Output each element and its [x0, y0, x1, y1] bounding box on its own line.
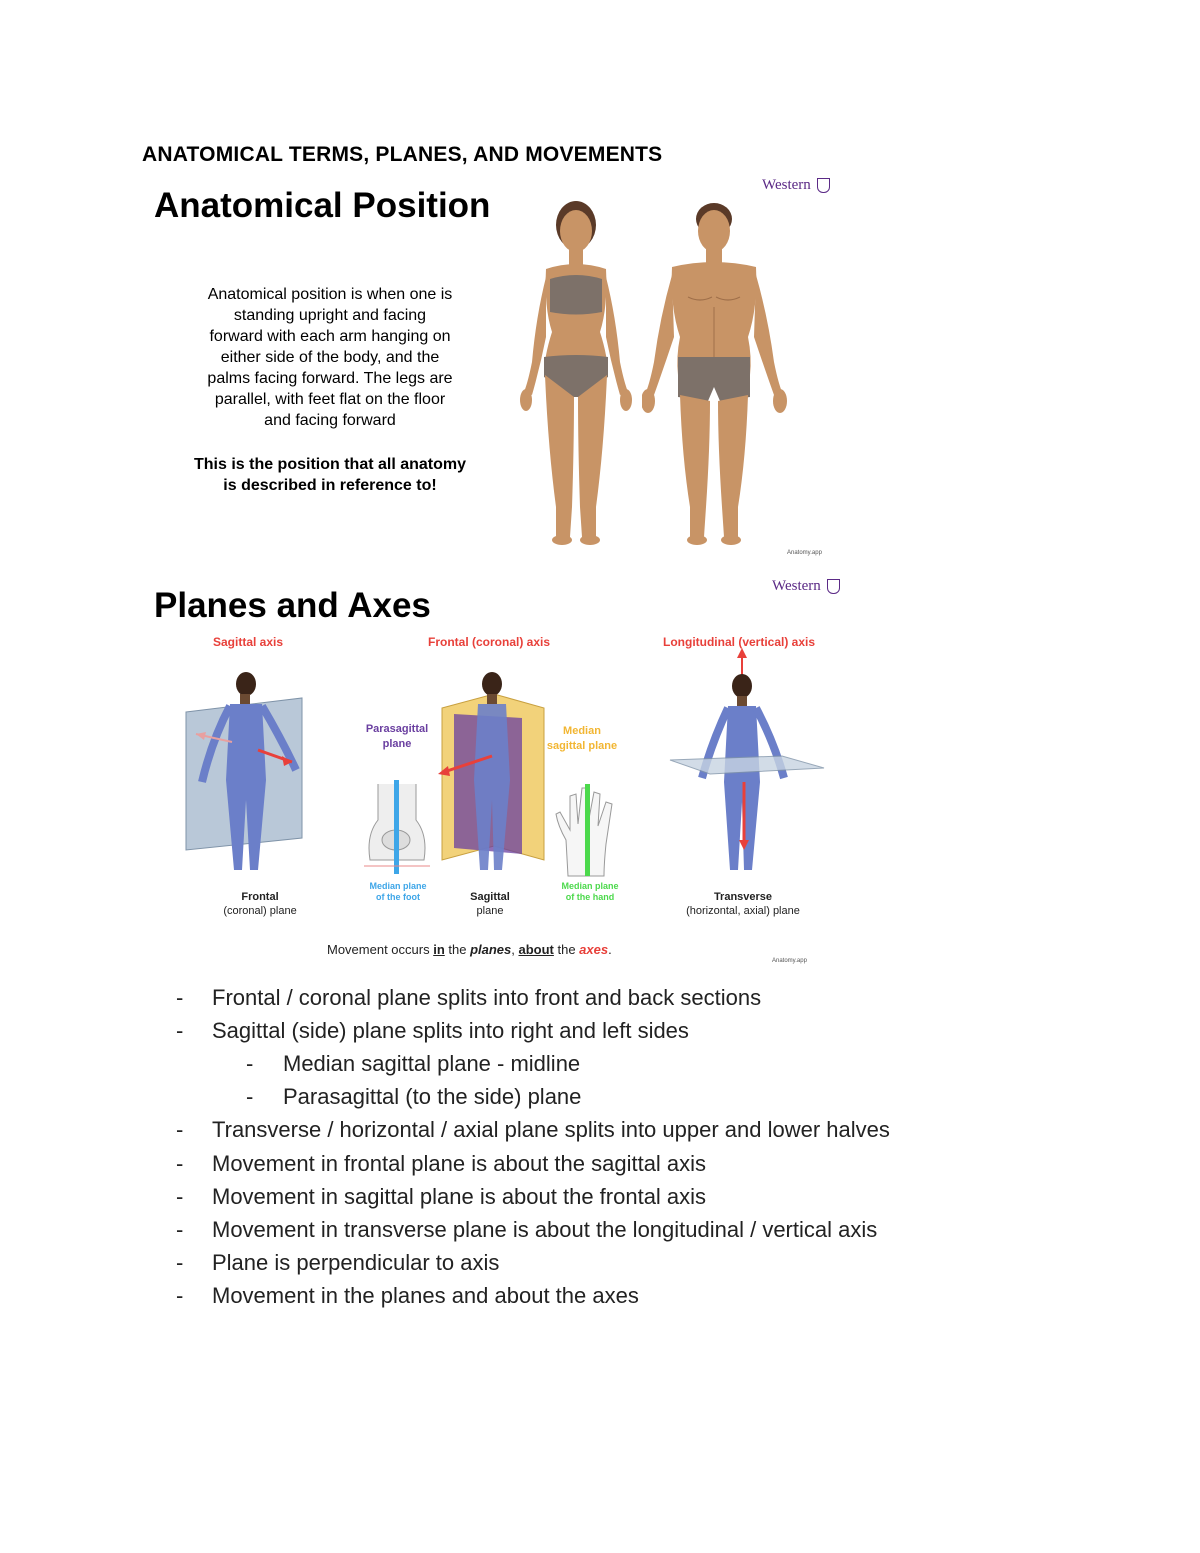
slide-heading: Planes and Axes: [154, 586, 431, 625]
bullet-dash: -: [176, 1249, 184, 1275]
female-figure-illustration: [520, 201, 632, 545]
sentence-emphasis: in: [433, 942, 445, 957]
bullet-text: Plane is perpendicular to axis: [212, 1249, 500, 1275]
bullet-dash: -: [176, 1282, 184, 1308]
anatomical-position-slide: Anatomical Position Anatomical position …: [140, 172, 860, 570]
document-title: ANATOMICAL TERMS, PLANES, AND MOVEMENTS: [142, 143, 663, 166]
label-line: of the foot: [376, 892, 420, 902]
paragraph-line: forward with each arm hanging on: [209, 328, 451, 345]
paragraph-line: palms facing forward. The legs are: [207, 370, 453, 387]
label-line: of the hand: [565, 892, 615, 902]
sentence-text: .: [608, 942, 612, 957]
sentence-text: the: [444, 942, 471, 957]
emphasis-line: is described in reference to!: [223, 477, 437, 494]
bullet-dash: -: [246, 1084, 254, 1110]
hand-illustration: [555, 784, 613, 877]
paragraph-line: Anatomical position is when one is: [207, 286, 453, 303]
longitudinal-axis-label: Longitudinal (vertical) axis: [663, 635, 816, 649]
sagittal-axis-label: Sagittal axis: [213, 635, 284, 649]
sentence-emphasis: about: [518, 942, 554, 957]
slide-paragraph: Anatomical position is when one is stand…: [180, 284, 480, 431]
label-line: plane: [382, 738, 412, 750]
bullet-text: Sagittal (side) plane splits into right …: [212, 1018, 689, 1044]
bullet-dash: -: [176, 1183, 184, 1209]
bullet-dash: -: [176, 1018, 184, 1044]
plane-label-line: (horizontal, axial) plane: [686, 905, 800, 917]
slide-heading: Anatomical Position: [154, 186, 491, 225]
frontal-axis-label: Frontal (coronal) axis: [428, 635, 551, 649]
paragraph-line: either side of the body, and the: [220, 349, 440, 366]
label-line: Parasagittal: [365, 723, 429, 735]
male-figure-illustration: [642, 203, 787, 545]
label-line: Median plane: [561, 881, 619, 891]
crest-icon: [816, 178, 830, 194]
paragraph-line: parallel, with feet flat on the floor: [214, 391, 446, 408]
sentence-text: the: [553, 942, 580, 957]
sentence-text: ,: [511, 942, 519, 957]
plane-label-line: Transverse: [713, 891, 773, 903]
frontal-plane-illustration: [185, 672, 303, 870]
logo-wordmark: Western: [762, 177, 811, 193]
bullet-dash: -: [176, 1117, 184, 1143]
label-line: sagittal plane: [546, 740, 618, 752]
bullet-text: Parasagittal (to the side) plane: [283, 1084, 582, 1110]
western-logo: Western: [762, 177, 830, 194]
western-logo: Western: [772, 578, 840, 595]
plane-label-line: Frontal: [241, 891, 279, 903]
bullet-text: Frontal / coronal plane splits into fron…: [212, 985, 762, 1010]
paragraph-line: and facing forward: [264, 412, 396, 429]
sagittal-plane-illustration: [438, 672, 545, 870]
planes-and-axes-slide: Planes and Axes Western Sagittal axis Fr…: [140, 578, 860, 974]
bullet-dash: -: [246, 1051, 254, 1077]
image-credit: Anatomy.app: [772, 958, 807, 964]
movement-sentence: Movement occurs in the planes, about the…: [327, 942, 612, 957]
median-plane-foot-label: Median plane of the foot: [358, 881, 438, 903]
bullet-text: Movement in sagittal plane is about the …: [212, 1183, 707, 1209]
bullet-text: Transverse / horizontal / axial plane sp…: [212, 1117, 890, 1143]
sagittal-plane-label: Sagittal plane: [440, 890, 540, 918]
label-line: Median: [563, 725, 601, 737]
bullet-text: Movement in transverse plane is about th…: [212, 1216, 878, 1242]
plane-label-line: plane: [476, 905, 504, 917]
bullet-text: Movement in the planes and about the axe…: [212, 1282, 639, 1308]
emphasis-line: This is the position that all anatomy: [193, 456, 467, 473]
median-plane-hand-label: Median plane of the hand: [550, 881, 630, 903]
sentence-emphasis: axes: [579, 942, 609, 957]
label-line: Median plane: [369, 881, 427, 891]
frontal-plane-label: Frontal (coronal) plane: [200, 890, 320, 918]
plane-label-line: (coronal) plane: [223, 905, 297, 917]
image-credit: Anatomy.app: [787, 550, 822, 556]
logo-wordmark: Western: [772, 578, 821, 594]
paragraph-line: standing upright and facing: [233, 307, 427, 324]
bullet-dash: -: [176, 1150, 184, 1176]
plane-label-line: Sagittal: [470, 891, 510, 903]
slide-emphasis: This is the position that all anatomy is…: [176, 454, 484, 496]
transverse-plane-label: Transverse (horizontal, axial) plane: [658, 890, 828, 918]
bullet-text: Movement in frontal plane is about the s…: [212, 1150, 707, 1176]
foot-illustration: [364, 780, 430, 874]
parasagittal-plane-label: Parasagittal plane: [352, 722, 442, 752]
sentence-emphasis: planes: [470, 942, 512, 957]
sentence-text: Movement occurs: [327, 942, 434, 957]
transverse-plane-illustration: [669, 648, 825, 870]
bullet-dash: -: [176, 1216, 184, 1242]
bullet-dash: -: [176, 985, 184, 1010]
median-sagittal-plane-label: Median sagittal plane: [532, 724, 632, 754]
bullet-text: Median sagittal plane - midline: [283, 1051, 581, 1077]
crest-icon: [826, 579, 840, 595]
